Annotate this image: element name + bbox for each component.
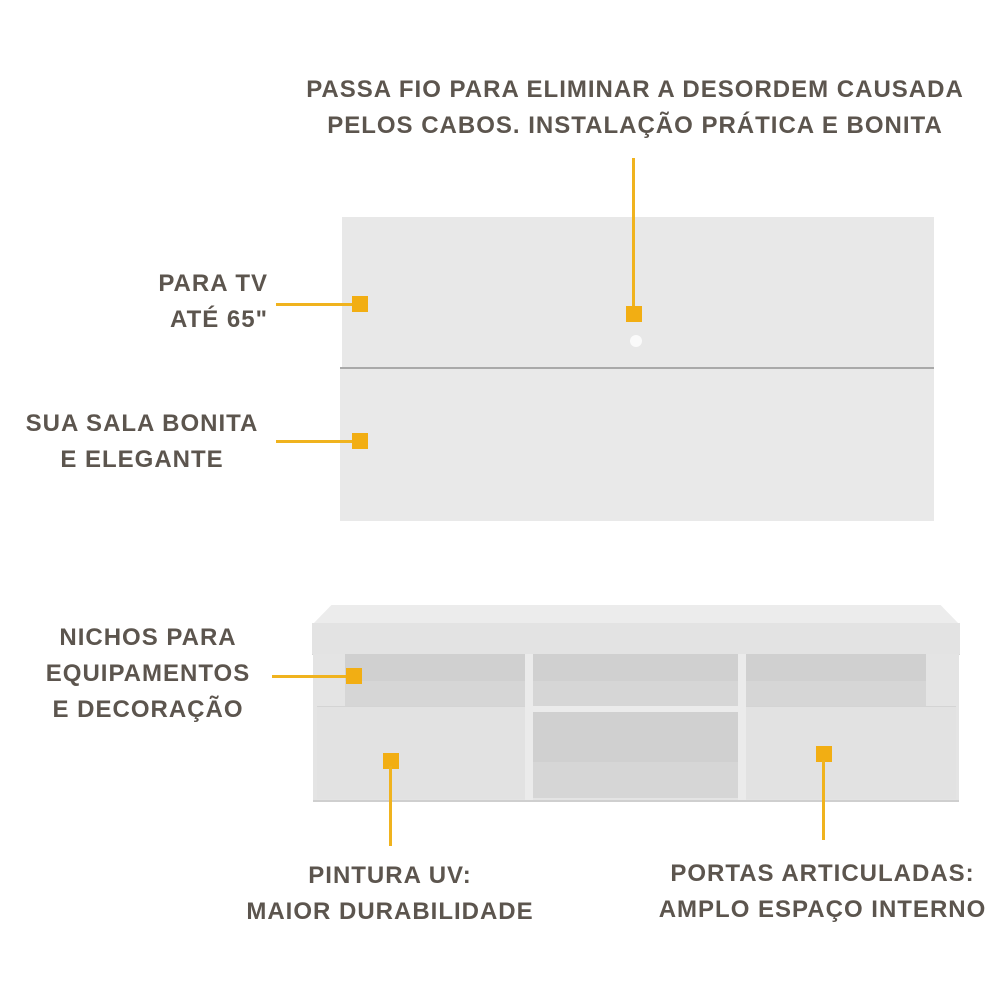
- callout-niches: NICHOS PARA EQUIPAMENTOS E DECORAÇÃO: [20, 620, 276, 728]
- niche-right: [746, 654, 926, 706]
- callout-niches-line-2: EQUIPAMENTOS: [45, 660, 251, 687]
- panel-seam: [340, 367, 934, 369]
- callout-uv-paint: PINTURA UV: MAIOR DURABILIDADE: [230, 858, 550, 930]
- callout-uv-paint-line-1: PINTURA UV:: [308, 862, 472, 889]
- niche-center-bottom: [533, 712, 738, 798]
- callout-line: [632, 217, 635, 309]
- callout-niches-line-1: NICHOS PARA: [59, 624, 237, 651]
- tv-panel-lower: [340, 369, 934, 521]
- callout-niches-line-3: E DECORAÇÃO: [52, 696, 244, 723]
- callout-cable-pass-line-1: PASSA FIO PARA ELIMINAR A DESORDEM CAUSA…: [306, 76, 964, 103]
- callout-line: [822, 760, 825, 840]
- callout-uv-paint-line-2: MAIOR DURABILIDADE: [246, 898, 534, 925]
- callout-tv-size: PARA TV ATÉ 65": [120, 266, 268, 338]
- square-marker-icon: [352, 433, 368, 449]
- tv-rack: [313, 654, 959, 802]
- callout-beautiful-room-line-1: SUA SALA BONITA: [25, 410, 259, 437]
- door-left[interactable]: [317, 706, 525, 799]
- square-marker-icon: [626, 306, 642, 322]
- callout-line: [276, 303, 356, 306]
- rack-top: [312, 623, 960, 655]
- square-marker-icon: [816, 746, 832, 762]
- door-right[interactable]: [746, 706, 956, 799]
- callout-beautiful-room: SUA SALA BONITA E ELEGANTE: [14, 406, 270, 478]
- callout-beautiful-room-line-2: E ELEGANTE: [60, 446, 224, 473]
- callout-hinged-doors: PORTAS ARTICULADAS: AMPLO ESPAÇO INTERNO: [650, 856, 995, 928]
- cable-hole-icon: [630, 335, 642, 347]
- callout-line: [276, 440, 356, 443]
- callout-line: [389, 766, 392, 846]
- callout-cable-pass-line-2: PELOS CABOS. INSTALAÇÃO PRÁTICA E BONITA: [327, 112, 943, 139]
- rack-top-bevel: [312, 605, 960, 625]
- callout-tv-size-line-1: PARA TV: [158, 270, 268, 297]
- callout-tv-size-line-2: ATÉ 65": [170, 306, 268, 333]
- square-marker-icon: [383, 753, 399, 769]
- callout-hinged-doors-line-1: PORTAS ARTICULADAS:: [670, 860, 975, 887]
- square-marker-icon: [352, 296, 368, 312]
- callout-cable-pass: PASSA FIO PARA ELIMINAR A DESORDEM CAUSA…: [290, 72, 980, 144]
- niche-center-top: [533, 654, 738, 706]
- square-marker-icon: [346, 668, 362, 684]
- callout-line: [272, 675, 352, 678]
- callout-hinged-doors-line-2: AMPLO ESPAÇO INTERNO: [658, 896, 987, 923]
- niche-left: [345, 654, 525, 706]
